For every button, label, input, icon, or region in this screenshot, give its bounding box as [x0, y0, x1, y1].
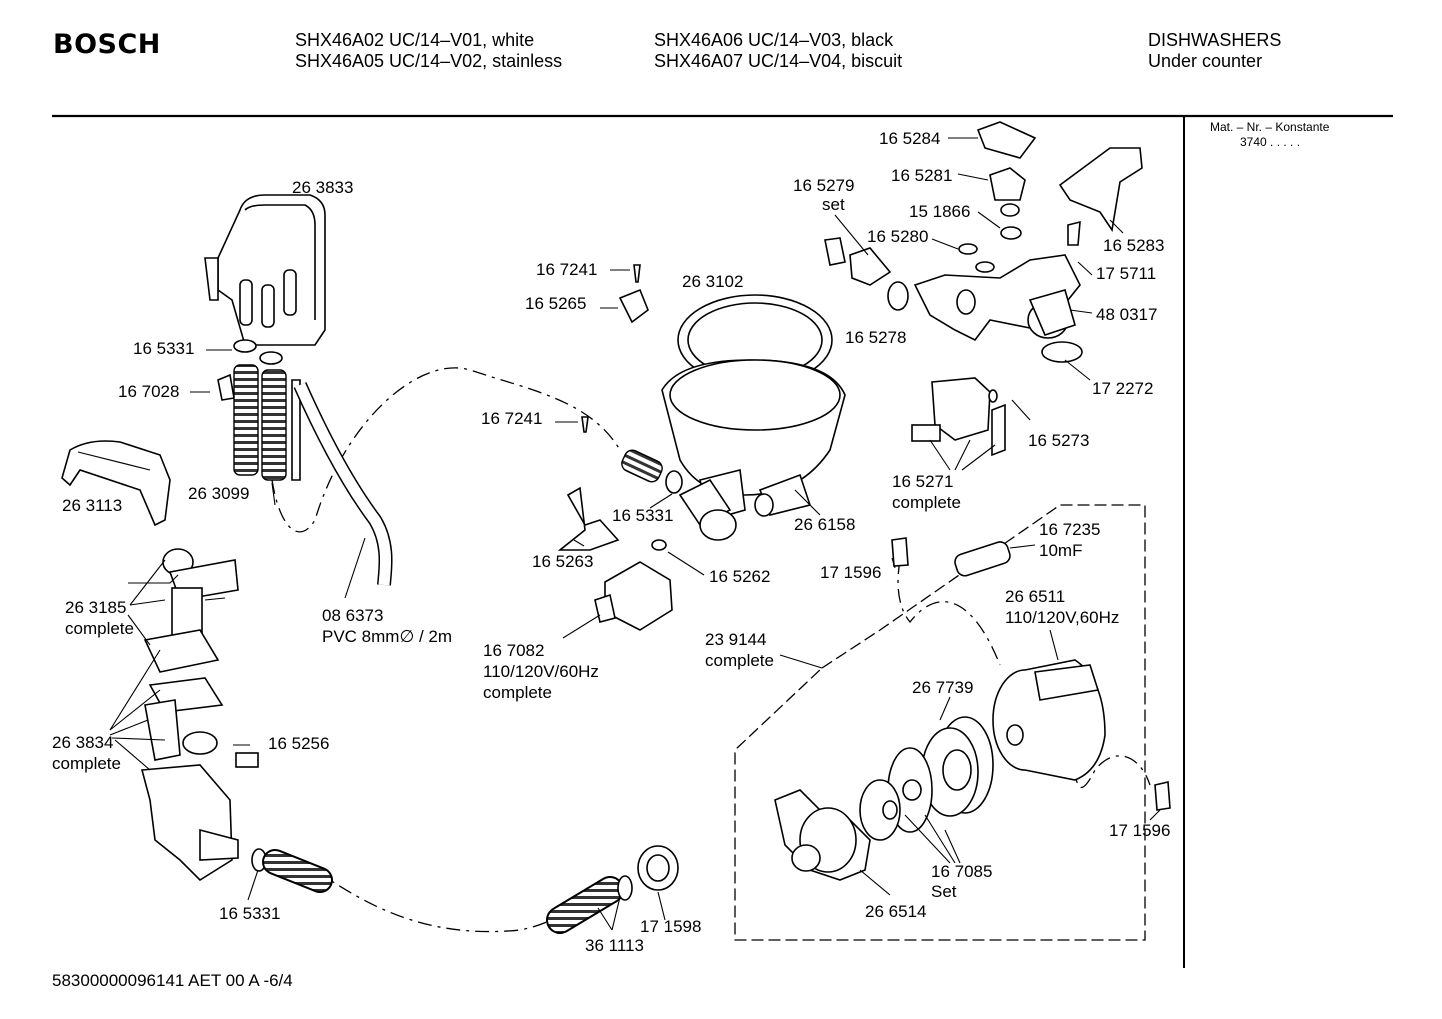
label-165265: 16 5265 — [525, 294, 586, 313]
model-line-1: SHX46A02 UC/14–V01, white — [295, 30, 534, 50]
water-valve-assembly — [913, 254, 1081, 342]
cover-26-3113 — [61, 440, 171, 527]
label-263113: 26 3113 — [62, 496, 122, 515]
seal-rings-16-5280 — [958, 243, 995, 273]
clip-17-1596b — [1154, 781, 1171, 811]
category-subtitle: Under counter — [1148, 51, 1262, 71]
label-165284: 16 5284 — [879, 129, 940, 148]
label-165331d: 16 5331 — [219, 904, 280, 923]
seal-rings-left — [233, 339, 283, 365]
hose-route-dashline-lower — [314, 869, 566, 933]
label-167028: 16 7028 — [118, 382, 179, 401]
model-line-2: SHX46A05 UC/14–V02, stainless — [295, 51, 562, 71]
label-165331a: 16 5331 — [133, 339, 194, 358]
sensor-16-5271 — [911, 377, 1006, 457]
label-165280: 16 5280 — [867, 227, 928, 246]
valve-16-5281 — [989, 167, 1026, 217]
pvc-hose — [293, 382, 393, 586]
label-263099: 26 3099 — [188, 484, 249, 503]
screw-16-7241b — [581, 416, 589, 433]
screw-16-7241a — [633, 264, 641, 283]
pump-housing-26-6514 — [774, 789, 871, 881]
brand-logo: BOSCH — [53, 29, 161, 60]
label-151866: 15 1866 — [909, 202, 970, 221]
pump-assembly-dashed-outline — [734, 504, 1146, 941]
clip-16-5262 — [651, 539, 667, 551]
corrugated-hoses — [233, 364, 301, 481]
impeller-set-16-7085 — [859, 747, 933, 841]
label-171596b: 17 1596 — [1109, 821, 1170, 840]
clip-17-5711 — [1067, 220, 1081, 246]
bracket-16-5263 — [557, 486, 620, 551]
detergent-dispenser-assembly — [128, 548, 259, 882]
label-175711: 17 5711 — [1096, 264, 1156, 283]
clip-17-1596a — [891, 537, 909, 567]
hose-route-dashline-upper — [271, 367, 621, 533]
label-172272: 17 2272 — [1092, 379, 1153, 398]
connector-hose-16-5331 — [621, 449, 683, 494]
label-167241b: 16 7241 — [481, 409, 542, 428]
label-165262: 16 5262 — [709, 567, 770, 586]
seal-ring-15-1866 — [1000, 226, 1022, 240]
cover-part — [204, 194, 326, 346]
label-263833: 26 3833 — [292, 178, 353, 197]
label-165283: 16 5283 — [1103, 236, 1164, 255]
label-167241a: 16 7241 — [536, 260, 597, 279]
label-480317: 48 0317 — [1096, 305, 1157, 324]
cap-16-5284 — [976, 121, 1037, 159]
label-263102: 26 3102 — [682, 272, 743, 291]
ring-16-5278 — [887, 281, 909, 311]
part-labels: 26 3833 16 5331 16 7028 26 3113 26 3099 … — [52, 129, 1170, 955]
label-165331b: 16 5331 — [612, 506, 673, 525]
mat-nr-value: 3740 . . . . . — [1240, 135, 1300, 149]
model-line-3: SHX46A06 UC/14–V03, black — [654, 30, 894, 50]
label-361113: 36 1113 — [585, 936, 644, 955]
label-165273: 16 5273 — [1028, 431, 1089, 450]
clip-16-7028 — [217, 373, 235, 401]
label-171596a: 17 1596 — [820, 563, 881, 582]
bracket-16-5265 — [618, 288, 649, 324]
document-code: 58300000096141 AET 00 A -6/4 — [52, 971, 293, 990]
label-165278: 16 5278 — [845, 328, 906, 347]
leader-lines — [109, 137, 1161, 931]
category-title: DISHWASHERS — [1148, 30, 1281, 50]
impeller-26-7739 — [921, 716, 994, 817]
label-171598: 17 1598 — [640, 917, 701, 936]
label-266158: 26 6158 — [794, 515, 855, 534]
pump-motor-16-7082 — [594, 561, 673, 631]
label-266514: 26 6514 — [865, 902, 926, 921]
label-267739: 26 7739 — [912, 678, 973, 697]
bottom-hose-assembly — [251, 845, 679, 934]
motor-dashline — [897, 559, 1001, 666]
valve-set-16-5279 — [824, 237, 892, 286]
motor-26-6511 — [992, 659, 1106, 781]
model-line-4: SHX46A07 UC/14–V04, biscuit — [654, 51, 902, 71]
capacitor-16-7235 — [954, 541, 1011, 577]
sump-assembly — [661, 294, 846, 541]
hose-clamp-17-2272 — [1041, 341, 1083, 363]
label-165256: 16 5256 — [268, 734, 329, 753]
label-165281: 16 5281 — [891, 166, 952, 185]
label-165263: 16 5263 — [532, 552, 593, 571]
cover-16-5283 — [1058, 147, 1143, 233]
mat-nr-label: Mat. – Nr. – Konstante — [1210, 120, 1330, 134]
